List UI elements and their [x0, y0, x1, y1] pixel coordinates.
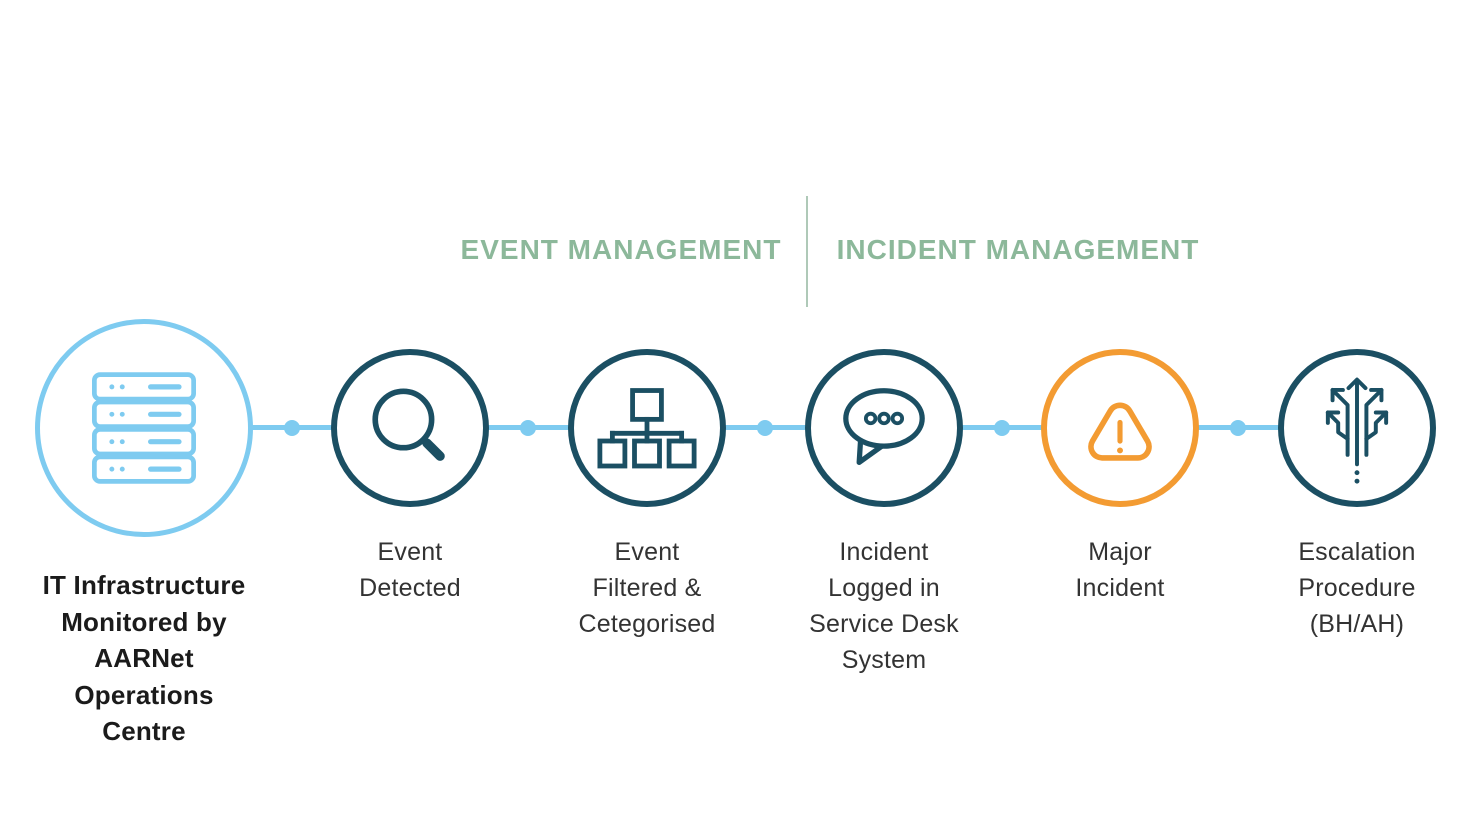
connector-dot [757, 420, 773, 436]
step-circle-escalation-procedure [1278, 349, 1436, 507]
connector-dot [284, 420, 300, 436]
step-it-infrastructure: IT Infrastructure Monitored by AARNet Op… [0, 319, 289, 750]
branching-arrows-icon [1325, 377, 1389, 484]
step-event-filtered: Event Filtered & Cetegorised [527, 349, 767, 642]
step-major-incident: Major Incident [1000, 349, 1240, 606]
connector-dot [520, 420, 536, 436]
step-circle-it-infrastructure [35, 319, 253, 537]
step-label-major-incident: Major Incident [1075, 538, 1165, 602]
step-circle-incident-logged [805, 349, 963, 507]
step-circle-event-filtered [568, 349, 726, 507]
step-label-event-filtered: Event Filtered & Cetegorised [578, 538, 716, 638]
step-label-event-detected: Event Detected [359, 538, 461, 602]
step-incident-logged: Incident Logged in Service Desk System [764, 349, 1004, 678]
sitemap-icon [597, 387, 697, 468]
magnifying-glass-icon [372, 388, 445, 461]
step-circle-major-incident [1041, 349, 1199, 507]
step-label-incident-logged: Incident Logged in Service Desk System [809, 538, 959, 674]
step-label-escalation-procedure: Escalation Procedure (BH/AH) [1298, 538, 1416, 638]
speech-bubble-icon [843, 388, 925, 465]
step-escalation-procedure: Escalation Procedure (BH/AH) [1237, 349, 1477, 642]
section-divider [806, 196, 808, 307]
section-header-event-management: EVENT MANAGEMENT [460, 234, 782, 265]
step-circle-event-detected [331, 349, 489, 507]
step-event-detected: Event Detected [290, 349, 530, 606]
connector-dot [994, 420, 1010, 436]
connector-dot [1230, 420, 1246, 436]
warning-triangle-icon [1088, 402, 1152, 461]
section-header-incident-management: INCIDENT MANAGEMENT [836, 234, 1200, 265]
server-rack-icon [92, 372, 196, 484]
step-label-it-infrastructure: IT Infrastructure Monitored by AARNet Op… [42, 570, 246, 746]
